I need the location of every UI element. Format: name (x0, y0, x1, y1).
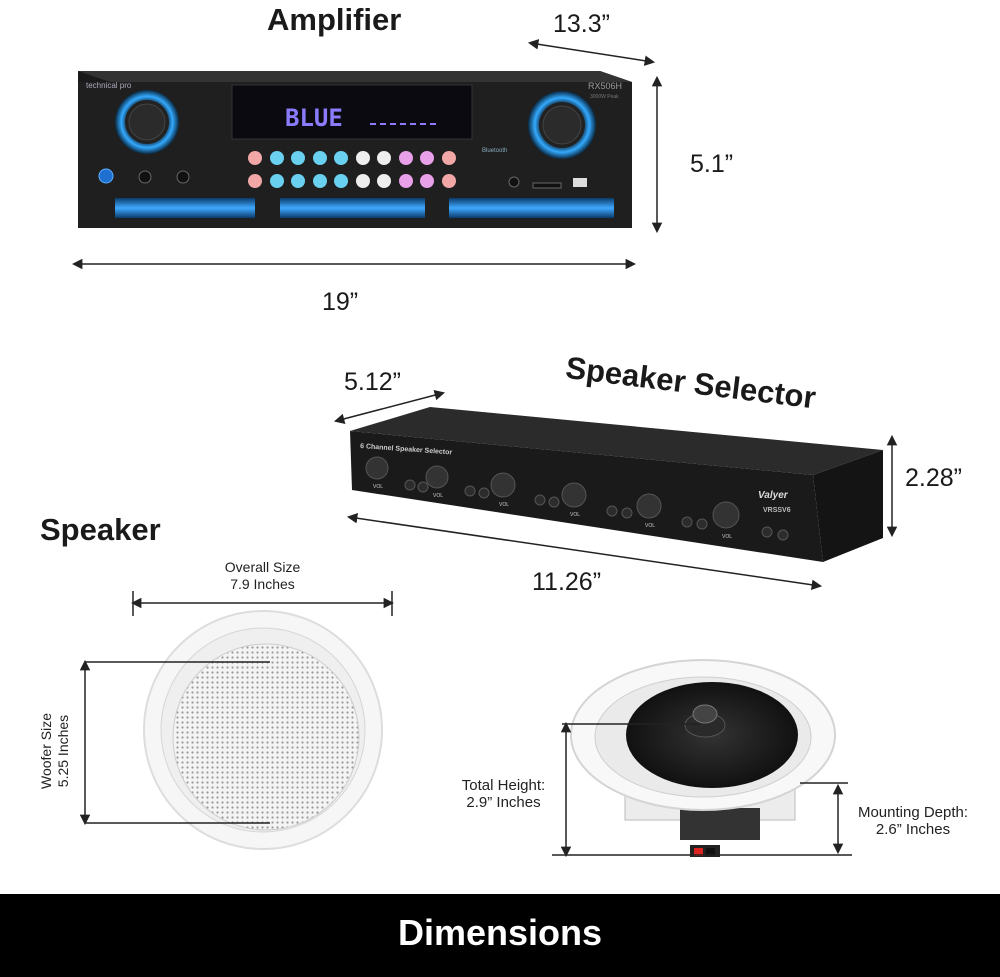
selector-vol-label-2: VOL (433, 493, 443, 499)
amp-light-bar-right (449, 198, 614, 218)
amplifier-image: technical pro RX506H 3000W Peak BLUE Blu… (78, 71, 632, 228)
amp-display-text: BLUE (285, 104, 343, 132)
amp-brand: technical pro (86, 81, 132, 90)
overall-size-caption: Overall Size (224, 559, 301, 575)
selector-brand: Valyer (758, 490, 789, 501)
selector-depth-arrow (333, 390, 446, 424)
speaker-title: Speaker (40, 512, 161, 547)
selector-vol-label-6: VOL (722, 534, 732, 540)
selector-vol-label-1: VOL (373, 484, 383, 490)
mounting-depth-value: 2.6” Inches (875, 821, 951, 838)
mounting-depth-label: Mounting Depth: 2.6” Inches (848, 804, 978, 838)
total-height-caption: Total Height: (461, 777, 546, 794)
footer-banner: Dimensions (0, 894, 1000, 977)
selector-height-label: 2.28” (905, 464, 962, 492)
speaker-front-image (143, 610, 383, 850)
mounting-depth-caption: Mounting Depth: (857, 804, 969, 821)
speaker-selector-image: 6 Channel Speaker Selector Valyer VRSSV6… (350, 407, 883, 562)
power-button (98, 168, 114, 184)
selector-model: VRSSV6 (763, 507, 791, 514)
selector-width-arrow (346, 513, 823, 590)
amp-model: RX506H (588, 81, 622, 91)
footer-title: Dimensions (397, 912, 603, 953)
selector-vol-label-4: VOL (570, 512, 580, 518)
amp-model-sub: 3000W Peak (590, 94, 619, 100)
amp-light-bar-center (280, 198, 425, 218)
overall-size-value: 7.9 Inches (230, 576, 295, 592)
amp-light-bar-left (115, 198, 255, 218)
total-height-label: Total Height: 2.9” Inches (446, 777, 561, 811)
amp-display (231, 84, 473, 140)
amp-depth-arrow (527, 39, 656, 66)
overall-size-label: Overall Size 7.9 Inches (190, 559, 335, 593)
amplifier-title: Amplifier (267, 2, 402, 37)
amplifier-depth-label: 13.3” (553, 10, 610, 38)
amp-bluetooth-label: Bluetooth (482, 148, 507, 154)
speaker-angled-image (570, 659, 836, 857)
selector-vol-label-5: VOL (645, 523, 655, 529)
selector-vol-label-3: VOL (499, 502, 509, 508)
total-height-value: 2.9” Inches (466, 794, 541, 811)
amplifier-width-label: 19” (322, 288, 359, 316)
amplifier-height-label: 5.1” (690, 150, 734, 178)
amp-input-buttons (248, 151, 456, 188)
